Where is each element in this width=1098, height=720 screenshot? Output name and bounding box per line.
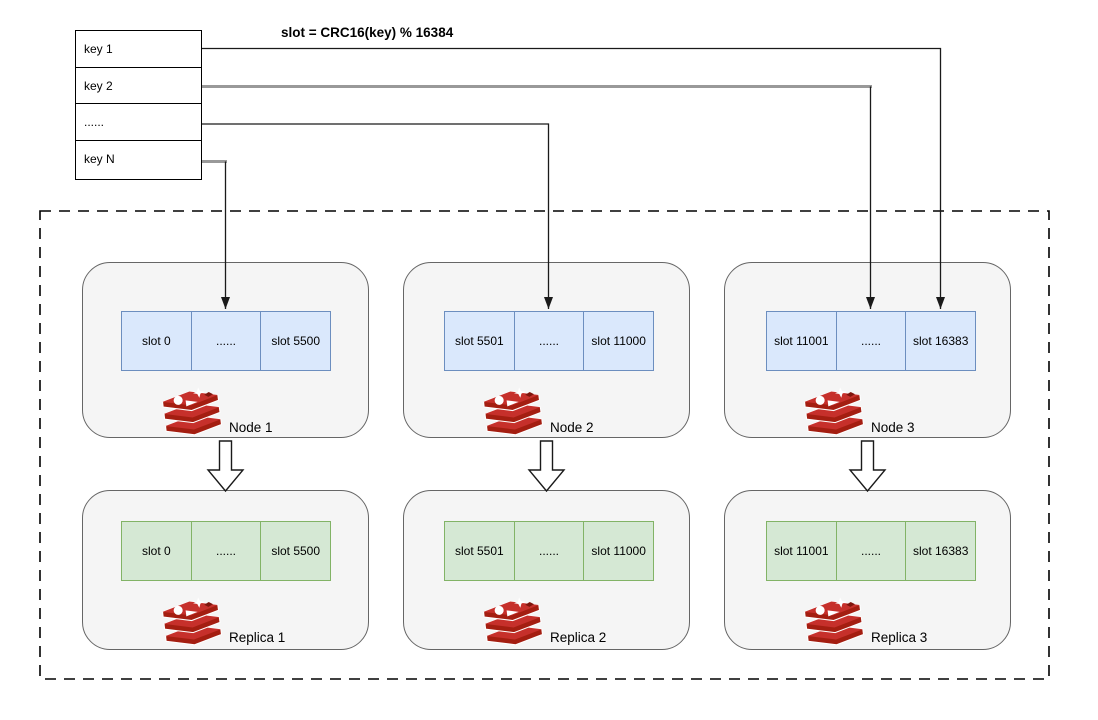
replication-arrow-node1-to-replica1: [206, 440, 245, 493]
replica-label: Replica 1: [229, 630, 286, 645]
slot-cell: ......: [192, 312, 262, 370]
node1-slot-table: slot 0 ...... slot 5500: [121, 311, 331, 371]
key-row: key 1: [76, 31, 201, 68]
redis-icon: [803, 597, 865, 651]
slot-cell: slot 11001: [767, 312, 837, 370]
redis-database-icon: [803, 597, 865, 646]
slot-cell: slot 5501: [445, 522, 515, 580]
slot-cell: slot 5500: [271, 544, 321, 558]
slot-cell: slot 16383: [912, 544, 969, 558]
key-row: ......: [76, 104, 201, 141]
redis-database-icon: [482, 387, 544, 436]
node-box-2: slot 5501 ...... slot 11000 Node 2: [403, 262, 690, 438]
slot-cell: slot 11000: [591, 544, 646, 558]
replication-arrow-node2-to-replica2: [527, 440, 566, 493]
replica1-slot-table: slot 0 ...... slot 5500: [121, 521, 331, 581]
slot-cell: slot 0: [122, 312, 192, 370]
node-box-3: slot 11001 ...... slot 16383 Node 3: [724, 262, 1011, 438]
replica1-identity: Replica 1: [161, 597, 285, 651]
redis-icon: [803, 387, 865, 441]
slot-cell: ......: [837, 312, 907, 370]
replica3-slot-table: slot 11001 ...... slot 16383: [766, 521, 976, 581]
node2-slot-table: slot 5501 ...... slot 11000: [444, 311, 654, 371]
slot-cell: ......: [515, 522, 585, 580]
replica-label: Replica 2: [550, 630, 607, 645]
slot-cell: slot 16383: [912, 334, 969, 348]
replica2-identity: Replica 2: [482, 597, 606, 651]
slot-cell: slot 5501: [445, 312, 515, 370]
node3-identity: Node 3: [803, 387, 915, 441]
replica-box-3: slot 11001 ...... slot 16383 Replica 3: [724, 490, 1011, 650]
replica-label: Replica 3: [871, 630, 928, 645]
node-label: Node 3: [871, 420, 915, 435]
replica-box-2: slot 5501 ...... slot 11000 Replica 2: [403, 490, 690, 650]
node-box-1: slot 0 ...... slot 5500 Node 1: [82, 262, 369, 438]
slot-cell: slot 11000: [591, 334, 646, 348]
node-label: Node 1: [229, 420, 273, 435]
key-row: key 2: [76, 68, 201, 105]
redis-database-icon: [482, 597, 544, 646]
slot-cell: slot 11001: [767, 522, 837, 580]
key-row: key N: [84, 151, 115, 166]
replication-arrow-node3-to-replica3: [848, 440, 887, 493]
slot-cell: ......: [192, 522, 262, 580]
node-label: Node 2: [550, 420, 594, 435]
redis-database-icon: [161, 597, 223, 646]
node2-identity: Node 2: [482, 387, 594, 441]
redis-icon: [161, 387, 223, 441]
replica-box-1: slot 0 ...... slot 5500 Replica 1: [82, 490, 369, 650]
redis-icon: [482, 387, 544, 441]
key-table: key 1 key 2 ...... key N: [75, 30, 202, 180]
slot-cell: ......: [837, 522, 907, 580]
node1-identity: Node 1: [161, 387, 273, 441]
slot-cell: slot 0: [122, 522, 192, 580]
slot-cell: ......: [515, 312, 585, 370]
replica2-slot-table: slot 5501 ...... slot 11000: [444, 521, 654, 581]
redis-icon: [161, 597, 223, 651]
replica3-identity: Replica 3: [803, 597, 927, 651]
slot-cell: slot 5500: [271, 334, 321, 348]
slot-formula-title: slot = CRC16(key) % 16384: [281, 25, 454, 40]
redis-database-icon: [803, 387, 865, 436]
redis-icon: [482, 597, 544, 651]
node3-slot-table: slot 11001 ...... slot 16383: [766, 311, 976, 371]
redis-database-icon: [161, 387, 223, 436]
